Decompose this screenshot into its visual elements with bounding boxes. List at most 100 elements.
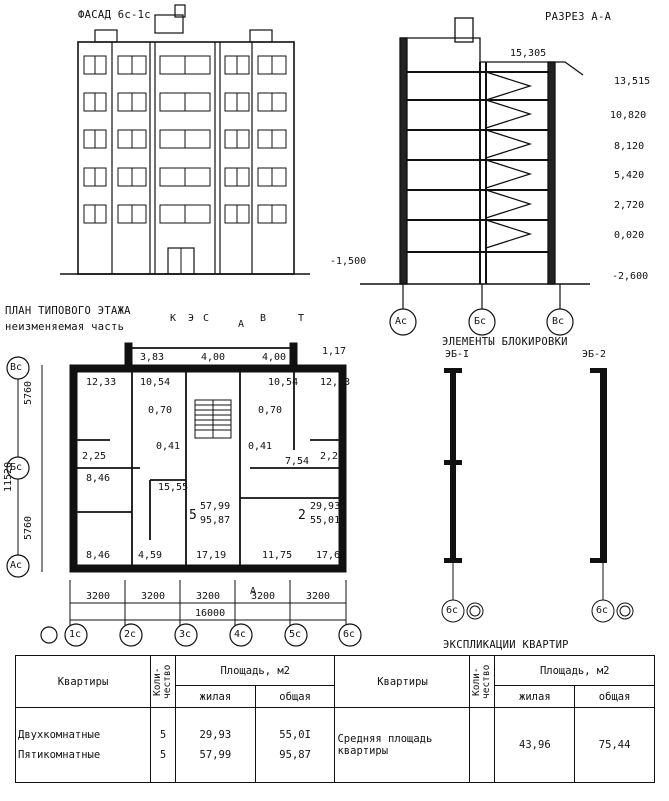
dim-horiz-2: 3200 (141, 591, 166, 602)
room-4-00b: 4,00 (262, 352, 287, 363)
mark-v: В (260, 313, 267, 324)
level-0020: 0,020 (614, 230, 645, 241)
room-0-70b: 0,70 (258, 405, 283, 416)
mark-e: Э (188, 313, 195, 324)
level-10820: 10,820 (610, 110, 647, 121)
plan-axis-1c: 1с (69, 629, 82, 640)
level-minus-1500: -1,500 (330, 256, 367, 267)
header-total: общая (254, 685, 336, 708)
block-axis-6c-a: 6с (446, 605, 459, 616)
room-10-54a: 10,54 (140, 377, 171, 388)
row-2room-living: 29,93 (199, 729, 232, 741)
block-elements-title: ЭЛЕМЕНТЫ БЛОКИРОВКИ (442, 336, 568, 348)
apt5-total: 95,87 (200, 515, 231, 526)
block-eb1-label: ЭБ-I (445, 349, 470, 360)
row-2room-count: 5 (159, 729, 167, 741)
section-stair-flight (485, 99, 533, 129)
plan-subtitle: неизменяемая часть (5, 321, 125, 333)
apt5-living: 57,99 (200, 501, 231, 512)
section-axis-as: Ас (395, 316, 408, 327)
room-0-41a: 0,41 (156, 441, 181, 452)
plan-axis-4c: 4с (234, 629, 247, 640)
plan-axis-vs: Вс (10, 362, 23, 373)
row-counts: 5 5 (150, 707, 176, 783)
mark-a-bottom: А (250, 586, 257, 597)
mark-t: Т (298, 313, 305, 324)
dim-horiz-4: 3200 (251, 591, 276, 602)
average-total: 75,44 (574, 707, 655, 783)
dim-horiz-5: 3200 (306, 591, 331, 602)
header-living: жилая (175, 685, 256, 708)
room-3-83: 3,83 (140, 352, 165, 363)
plan-axis-5c: 5с (289, 629, 302, 640)
row-2room-name: Двухкомнатные (18, 729, 101, 741)
dim-horiz-1: 3200 (86, 591, 111, 602)
room-10-54b: 10,54 (268, 377, 299, 388)
average-living: 43,96 (494, 707, 576, 783)
plan-axis-3c: 3с (179, 629, 192, 640)
room-17-19: 17,19 (196, 550, 227, 561)
level-2720: 2,720 (614, 200, 645, 211)
row-2room-total: 55,0I (279, 729, 311, 741)
row-living: 29,93 57,99 (175, 707, 256, 783)
room-4-00a: 4,00 (201, 352, 226, 363)
plan-axis-6c: 6с (343, 629, 356, 640)
room-17-60: 17,60 (316, 550, 347, 561)
dim-horiz-3: 3200 (196, 591, 221, 602)
level-13515: 13,515 (614, 76, 651, 87)
header-apartments: Квартиры (15, 655, 151, 708)
average-label: Средняя площадь квартиры (334, 707, 471, 783)
row-5room-name: Пятикомнатные (18, 749, 101, 761)
section-title: РАЗРЕЗ А-А (545, 11, 612, 23)
header-apartments-2: Квартиры (334, 655, 471, 708)
plan-title: ПЛАН ТИПОВОГО ЭТАЖА (5, 305, 131, 317)
header-area: Площадь, м2 (174, 655, 336, 686)
section-stair-flight (485, 159, 533, 189)
apt2-number: 2 (298, 508, 306, 523)
room-1-17: 1,17 (322, 346, 347, 357)
room-15-55: 15,55 (158, 482, 189, 493)
row-names: Двухкомнатные Пятикомнатные (15, 707, 151, 783)
room-4-59: 4,59 (138, 550, 163, 561)
block-axis-6c-b: 6с (596, 605, 609, 616)
plan-axis-bs: Бс (10, 462, 23, 473)
room-0-41b: 0,41 (248, 441, 273, 452)
level-minus-2600: -2,600 (612, 271, 649, 282)
plan-axis-as: Ас (10, 560, 23, 571)
explication-table: Квартиры Коли- чество Площадь, м2 Кварти… (15, 655, 655, 783)
level-15305: 15,305 (510, 48, 547, 59)
section-stair-flight (485, 219, 533, 249)
level-8120: 8,120 (614, 141, 645, 152)
mark-k: К (170, 313, 177, 324)
facade-title: ФАСАД 6с-1с (78, 9, 151, 21)
apt5-number: 5 (189, 508, 197, 523)
row-5room-count: 5 (159, 749, 167, 761)
plan-axis-2c: 2с (124, 629, 137, 640)
room-2-25b: 2,25 (320, 451, 345, 462)
header-total-2: общая (574, 685, 655, 708)
apt2-total: 55,01 (310, 515, 341, 526)
header-count: Коли- чество (152, 664, 173, 699)
room-8-46a: 8,46 (86, 473, 111, 484)
room-12-33b: 12,33 (320, 377, 351, 388)
row-total: 55,0I 95,87 (254, 707, 336, 783)
block-eb2-label: ЭБ-2 (582, 349, 607, 360)
section-stair-flight (485, 71, 533, 101)
section-stair-flight (485, 189, 533, 219)
room-12-33a: 12,33 (86, 377, 117, 388)
mark-a: А (238, 319, 245, 330)
dim-total: 16000 (195, 608, 226, 619)
section-axis-vs: Вс (552, 316, 565, 327)
header-area-2: Площадь, м2 (494, 655, 655, 686)
explication-title: ЭКСПЛИКАЦИИ КВАРТИР (443, 639, 569, 651)
room-2-25a: 2,25 (82, 451, 107, 462)
section-axis-bs: Бс (474, 316, 487, 327)
room-0-70a: 0,70 (148, 405, 173, 416)
row-5room-total: 95,87 (279, 749, 311, 761)
room-8-46b: 8,46 (86, 550, 111, 561)
